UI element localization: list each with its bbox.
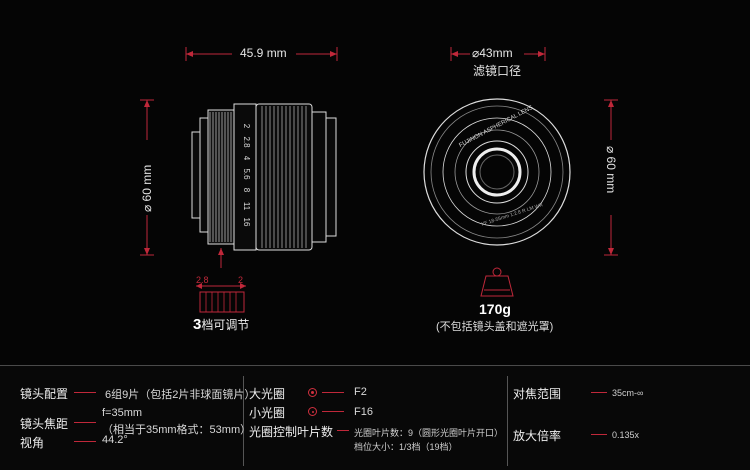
aperture-arrow xyxy=(196,248,246,313)
aperture-scale-min: 2.8 xyxy=(196,275,209,285)
min-aperture-icon xyxy=(308,407,317,416)
magnification-value: 0.135x xyxy=(612,430,640,440)
diameter-label-right: ⌀ 60 mm xyxy=(604,146,618,194)
length-label: 45.9 mm xyxy=(240,46,287,60)
diameter-dimension-left xyxy=(140,99,154,256)
red-leader xyxy=(337,430,349,431)
weight-value: 170g xyxy=(479,301,511,317)
red-leader xyxy=(74,392,96,393)
red-leader xyxy=(74,422,96,423)
length-dimension-line xyxy=(185,47,338,61)
focal-equiv: （相当于35mm格式：53mm） xyxy=(102,424,252,436)
construction-value: 6组9片（包括2片非球面镜片） xyxy=(105,389,256,401)
barrel-mark: 2 xyxy=(242,123,251,129)
barrel-mark: 4 xyxy=(242,155,251,161)
lens-diagram xyxy=(140,47,618,313)
min-aperture-value: F16 xyxy=(354,406,373,418)
filter-caption: 滤镜口径 xyxy=(473,64,522,78)
aperture-steps-text: 档可调节 xyxy=(201,318,250,332)
max-aperture-label: 大光圈 xyxy=(249,387,286,401)
divider xyxy=(243,376,244,466)
red-leader xyxy=(591,392,607,393)
blades-value: 光圈叶片数：9（圆形光圈叶片开口） xyxy=(354,428,504,438)
diameter-dimension-right xyxy=(604,99,618,256)
barrel-mark: 11 xyxy=(242,201,251,211)
focus-range-value: 35cm-∞ xyxy=(612,388,644,398)
red-leader xyxy=(322,392,344,393)
red-leader xyxy=(322,411,344,412)
lens-side-view xyxy=(191,103,337,251)
filter-diameter-label: ⌀43mm xyxy=(472,46,513,60)
divider xyxy=(507,376,508,466)
construction-label: 镜头配置 xyxy=(20,387,69,401)
spec-panel: 镜头配置 6组9片（包括2片非球面镜片） 镜头焦距 f=35mm （相当于35m… xyxy=(0,365,750,470)
filter-dimension-line xyxy=(450,47,546,61)
barrel-mark: 8 xyxy=(242,187,251,193)
angle-label: 视角 xyxy=(20,436,45,450)
magnification-label: 放大倍率 xyxy=(513,429,562,443)
barrel-mark: 5.6 xyxy=(242,168,251,180)
max-aperture-value: F2 xyxy=(354,386,367,398)
max-aperture-icon xyxy=(308,388,317,397)
angle-value: 44.2° xyxy=(102,434,128,446)
aperture-scale-max: 2 xyxy=(238,275,244,285)
aperture-steps-count: 3 xyxy=(193,316,202,333)
weight-icon xyxy=(480,267,514,297)
lens-front-view xyxy=(423,98,571,246)
focal-label: 镜头焦距 xyxy=(20,417,69,431)
aperture-steps: 3档可调节 xyxy=(193,316,249,334)
red-leader xyxy=(74,441,96,442)
weight-note: (不包括镜头盖和遮光罩) xyxy=(436,321,554,333)
focal-value: f=35mm xyxy=(102,407,143,419)
red-leader xyxy=(591,434,607,435)
blades-step: 档位大小：1/3档（19档） xyxy=(354,442,458,452)
barrel-mark: 2.8 xyxy=(242,136,251,148)
barrel-mark: 16 xyxy=(242,217,251,227)
blades-label: 光圈控制叶片数 xyxy=(249,425,334,439)
focus-range-label: 对焦范围 xyxy=(513,387,562,401)
min-aperture-label: 小光圈 xyxy=(249,406,286,420)
barrel-marks: 2 2.8 4 5.6 8 11 16 xyxy=(240,118,252,230)
diameter-label-left: ⌀ 60 mm xyxy=(140,164,154,212)
